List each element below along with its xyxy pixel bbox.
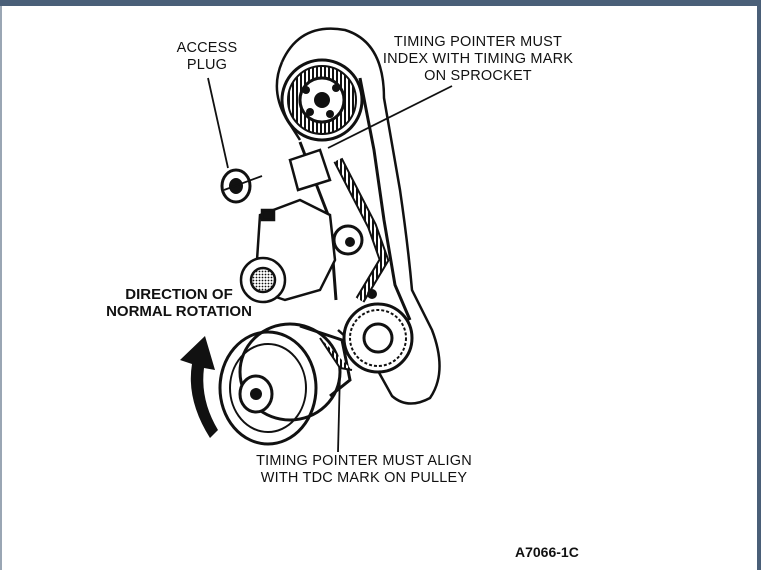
timing-pointer-sprocket-line-1: TIMING POINTER MUST bbox=[393, 34, 563, 50]
window-frame-left bbox=[0, 6, 2, 570]
water-pump bbox=[239, 148, 337, 304]
timing-pointer-sprocket-line-2: INDEX WITH TIMING MARK bbox=[382, 51, 574, 67]
timing-pointer-pulley-line-2: WITH TDC MARK ON PULLEY bbox=[260, 470, 468, 486]
auxiliary-sprocket bbox=[342, 289, 414, 374]
tensioner bbox=[332, 224, 364, 256]
window-frame-right bbox=[757, 6, 761, 570]
cam-sprocket bbox=[280, 58, 364, 142]
direction-label: DIRECTION OF NORMAL ROTATION bbox=[96, 286, 262, 320]
access-plug-label: ACCESS PLUG bbox=[168, 40, 246, 74]
timing-pointer-pulley-line-1: TIMING POINTER MUST ALIGN bbox=[256, 453, 472, 469]
timing-pointer-pulley-label: TIMING POINTER MUST ALIGN WITH TDC MARK … bbox=[236, 453, 492, 487]
timing-pointer-sprocket-line-3: ON SPROCKET bbox=[424, 68, 532, 84]
leader-lines bbox=[207, 77, 453, 453]
rotation-arrow-icon bbox=[180, 336, 218, 438]
direction-label-line-2: NORMAL ROTATION bbox=[106, 303, 252, 320]
timing-pointer-sprocket-label: TIMING POINTER MUST INDEX WITH TIMING MA… bbox=[370, 34, 586, 85]
access-plug-label-line-2: PLUG bbox=[186, 57, 228, 73]
figure-id: A7066-1C bbox=[515, 544, 579, 560]
access-plug-label-line-1: ACCESS bbox=[176, 40, 238, 56]
window-frame-top bbox=[0, 0, 761, 6]
direction-label-line-1: DIRECTION OF bbox=[125, 286, 233, 303]
crankshaft-pulley bbox=[218, 322, 353, 446]
